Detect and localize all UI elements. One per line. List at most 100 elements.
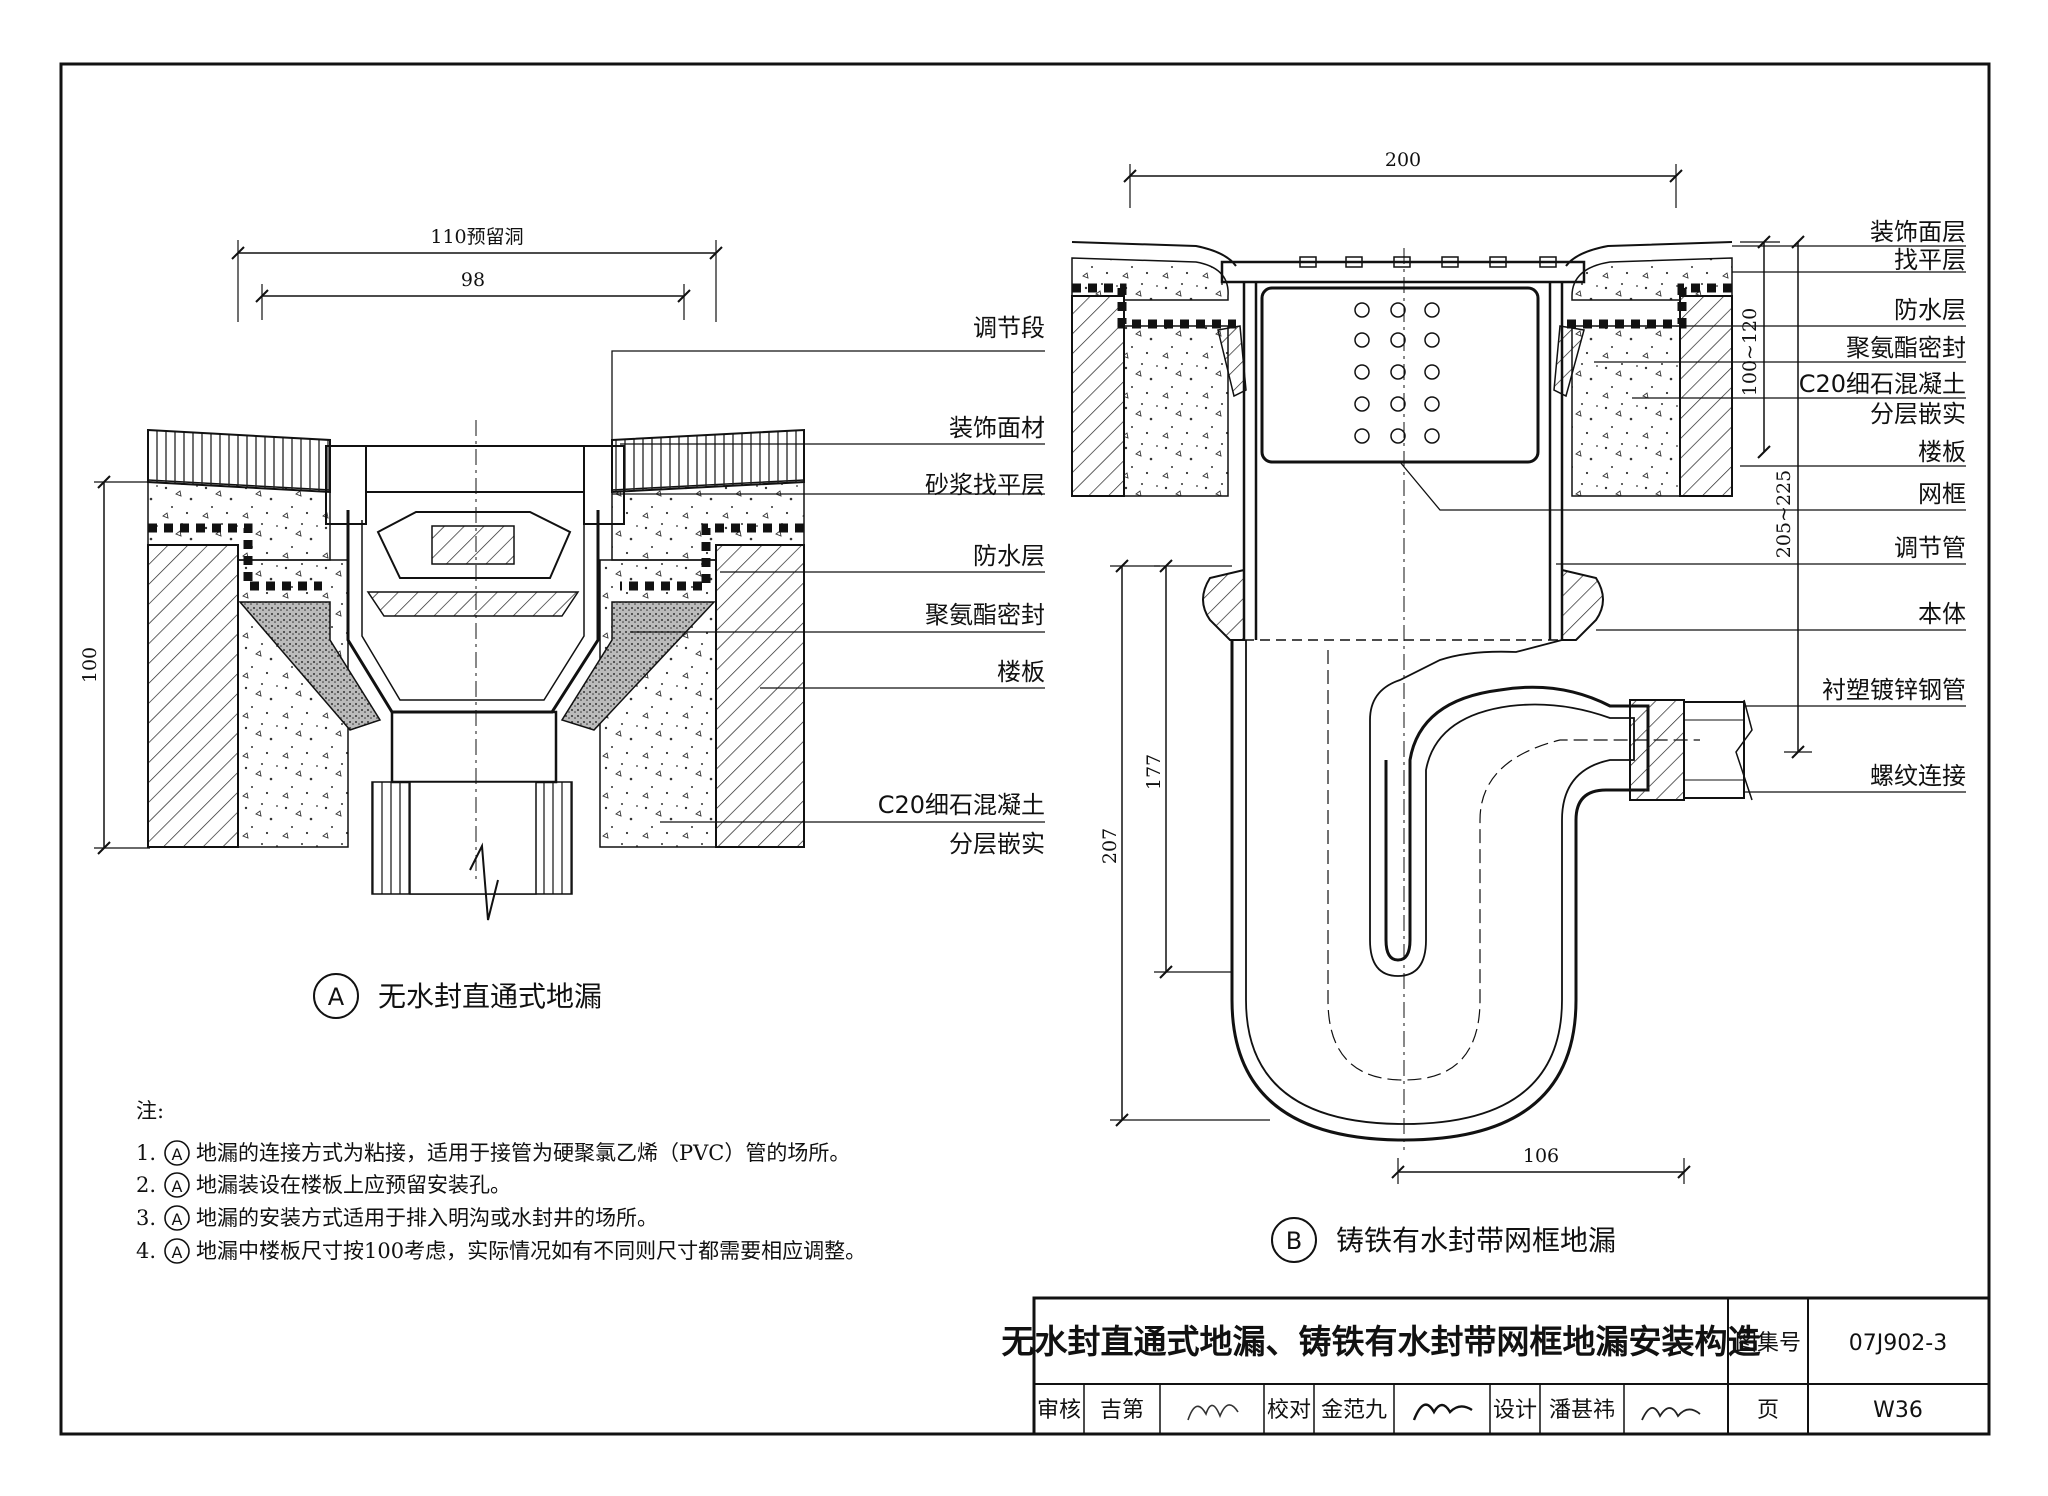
note-num: 3.: [136, 1206, 156, 1230]
review-name: 吉第: [1100, 1398, 1144, 1423]
screed-b-left: [1071, 257, 1229, 301]
dim-100-120-text: 100~120: [1739, 308, 1761, 396]
label-seal-b: 聚氨酯密封: [1846, 334, 1966, 362]
pu-seal-right: [560, 601, 716, 731]
page-no: W36: [1873, 1398, 1923, 1423]
review-signature: [1187, 1404, 1239, 1421]
note-marker: A: [172, 1243, 183, 1262]
title-block: 无水封直通式地漏、铸铁有水封带网框地漏安装构造 图集号 07J902-3 审核 …: [1002, 1296, 1991, 1436]
label-slab: 楼板: [997, 658, 1045, 686]
tile-finish-right: [611, 428, 805, 494]
marker-a-letter: A: [328, 983, 345, 1011]
drawing-b: 200: [1071, 149, 1966, 1263]
dim-205-225: 205~225: [1773, 235, 1812, 759]
grate-top-a: [365, 445, 585, 493]
outlet-pipe-a-core: [409, 781, 537, 895]
lined-steel-pipe: [1683, 701, 1745, 799]
dim-200-text: 200: [1385, 149, 1421, 171]
inner-tray-a: [366, 591, 580, 617]
dim-106: 106: [1391, 1145, 1691, 1184]
marker-b: [1271, 1217, 1317, 1263]
design-signature: [1641, 1407, 1701, 1421]
inner-cup-a: [376, 511, 572, 579]
note-item: 2. A 地漏装设在楼板上应预留安装孔。: [136, 1172, 511, 1198]
screed-b-right: [1571, 257, 1733, 301]
waterproof-layer-right: [620, 523, 804, 591]
dim-106-text: 106: [1523, 1145, 1559, 1167]
label-finish: 装饰面材: [949, 414, 1045, 442]
body-flange-b-left: [1202, 568, 1245, 641]
dim-207-text: 207: [1099, 828, 1121, 864]
slab-left: [147, 544, 239, 848]
label-layered-b: 分层嵌实: [1870, 400, 1966, 428]
outlet-pipe-a: [390, 710, 558, 784]
dim-100-120: 100~120: [1739, 235, 1780, 459]
notes: 注: 1. A 地漏的连接方式为粘接，适用于接管为硬聚氯乙烯（PVC）管的场所。…: [136, 1099, 866, 1264]
break-line-b: [1735, 699, 1753, 801]
atlas-no-label: 图集号: [1735, 1331, 1801, 1356]
label-screed-b: 找平层: [1894, 246, 1966, 274]
drawing-title: 无水封直通式地漏、铸铁有水封带网框地漏安装构造: [1002, 1322, 1761, 1361]
pu-seal-left: [238, 601, 382, 731]
leaders-b: [1399, 245, 1966, 793]
body-flange-b-right: [1561, 568, 1604, 641]
dim-hole-110: 110预留洞: [231, 226, 723, 322]
label-steel-pipe-b: 衬塑镀锌钢管: [1822, 676, 1966, 704]
concrete-b-right: [1571, 325, 1681, 497]
slab-b-left: [1071, 295, 1125, 497]
net-basket-b: [1260, 286, 1540, 464]
inner-plug-a: [431, 525, 515, 565]
label-thread-b: 螺纹连接: [1870, 762, 1966, 790]
design-label: 设计: [1493, 1398, 1537, 1423]
outlet-collar-b: [1629, 699, 1685, 801]
seal-b-left: [1217, 325, 1247, 398]
label-mortar: 砂浆找平层: [925, 471, 1045, 499]
flow-path-b: [1327, 650, 1700, 1081]
notes-heading: 注:: [136, 1099, 164, 1123]
note-num: 1.: [136, 1141, 156, 1165]
dim-207: 207: [1099, 559, 1270, 1127]
dim-hole-text: 110预留洞: [430, 226, 523, 248]
concrete-b-left: [1123, 325, 1229, 497]
adjust-section: [325, 445, 367, 525]
dim-inner-text: 98: [461, 269, 485, 291]
label-layered: 分层嵌实: [949, 830, 1045, 858]
label-c20-b: C20细石混凝土: [1799, 370, 1966, 398]
waterproof-layer-left: [148, 523, 322, 591]
label-adjust-pipe-b: 调节管: [1894, 534, 1966, 562]
drain-body-a-inner: [361, 520, 585, 701]
note-text: 地漏装设在楼板上应预留安装孔。: [196, 1173, 511, 1197]
label-c20: C20细石混凝土: [878, 791, 1045, 819]
label-waterproof-b: 防水层: [1894, 296, 1966, 324]
note-marker: A: [172, 1177, 183, 1196]
marker-a: [313, 973, 359, 1019]
slab-right: [715, 544, 805, 848]
note-item: 4. A 地漏中楼板尺寸按100考虑，实际情况如有不同则尺寸都需要相应调整。: [136, 1238, 866, 1264]
note-marker: A: [172, 1210, 183, 1229]
note-text: 地漏的安装方式适用于排入明沟或水封井的场所。: [196, 1206, 658, 1230]
note-num: 2.: [136, 1173, 156, 1197]
title-b: 铸铁有水封带网框地漏: [1336, 1224, 1616, 1257]
basket-holes-b: [1354, 302, 1440, 444]
dim-200: 200: [1123, 149, 1683, 208]
leaders-a: [611, 350, 1045, 823]
title-a: 无水封直通式地漏: [378, 980, 602, 1013]
note-item: 3. A 地漏的安装方式适用于排入明沟或水封井的场所。: [136, 1205, 658, 1231]
tile-finish-left: [147, 428, 331, 494]
note-text: 地漏的连接方式为粘接，适用于接管为硬聚氯乙烯（PVC）管的场所。: [196, 1141, 850, 1165]
check-signature: [1412, 1403, 1473, 1421]
marker-b-letter: B: [1286, 1227, 1302, 1255]
note-num: 4.: [136, 1239, 156, 1263]
trap-outer-b: [1230, 640, 1650, 1142]
dim-height-100: 100: [79, 475, 150, 855]
label-body-b: 本体: [1918, 600, 1966, 628]
dim-inner-98: 98: [255, 269, 691, 320]
check-label: 校对: [1267, 1398, 1311, 1423]
label-adjust-section: 调节段: [973, 314, 1045, 342]
trap-inner-b: [1245, 639, 1635, 1125]
sheet-border: [59, 62, 1991, 1436]
drawing-a: 110预留洞 98 100: [79, 226, 1045, 1019]
waterproof-b-right: [1564, 283, 1732, 329]
grate-top-b: [1220, 260, 1586, 284]
